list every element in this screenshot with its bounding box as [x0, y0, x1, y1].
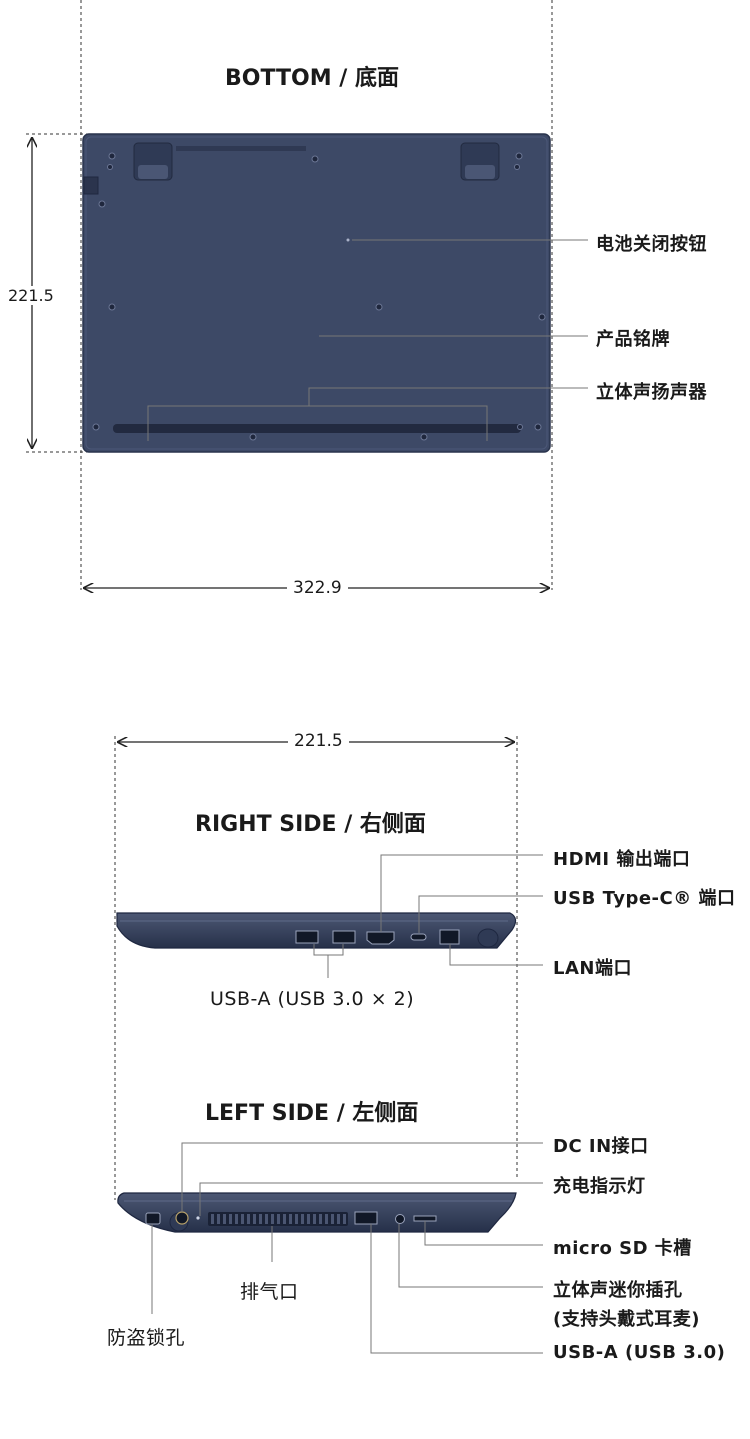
- callout-hdmi: HDMI 输出端口: [553, 849, 691, 870]
- vent-slat: [241, 1214, 244, 1224]
- side-depth-label: 221.5: [288, 731, 349, 751]
- vent-slat: [313, 1214, 316, 1224]
- laptop-left-side: [117, 1192, 517, 1233]
- right-side-title: RIGHT SIDE / 右侧面: [195, 812, 426, 837]
- vent-slat: [283, 1214, 286, 1224]
- microsd-slot: [413, 1215, 437, 1222]
- laptop-bottom-panel: [82, 133, 551, 453]
- vent-slat: [217, 1214, 220, 1224]
- vent-slat: [325, 1214, 328, 1224]
- left-callout-lines: [151, 1142, 543, 1354]
- callout-usb-a-right: USB-A (USB 3.0 × 2): [210, 988, 415, 1010]
- vent-slat: [301, 1214, 304, 1224]
- callout-exhaust-vent: 排气口: [240, 1281, 299, 1303]
- usb-c-port: [410, 933, 427, 941]
- callout-dc-in: DC IN接口: [553, 1136, 649, 1157]
- callout-audio-jack: 立体声迷你插孔: [553, 1280, 683, 1301]
- usb-a-port-1: [295, 930, 319, 944]
- callout-usb-a-left: USB-A (USB 3.0): [553, 1342, 726, 1363]
- vent-slat: [247, 1214, 250, 1224]
- vent-slat: [253, 1214, 256, 1224]
- security-lock-slot: [145, 1212, 161, 1225]
- usb-a-port-left: [354, 1211, 378, 1225]
- audio-jack: [395, 1214, 405, 1224]
- left-side-title: LEFT SIDE / 左侧面: [205, 1101, 419, 1126]
- bottom-width-label: 322.9: [287, 578, 348, 598]
- vent-slat: [235, 1214, 238, 1224]
- vent-slat: [295, 1214, 298, 1224]
- laptop-right-side: [116, 912, 517, 949]
- vent-slat: [271, 1214, 274, 1224]
- vent-slat: [343, 1214, 346, 1224]
- usb-a-port-2: [332, 930, 356, 944]
- callout-charge-indicator: 充电指示灯: [553, 1176, 646, 1197]
- bottom-height-label: 221.5: [2, 286, 60, 305]
- bottom-guide-lines: [26, 0, 553, 590]
- vent-slat: [337, 1214, 340, 1224]
- side-guide-lines: [114, 736, 518, 1200]
- speaker-bar: [113, 424, 521, 433]
- vent-slat: [259, 1214, 262, 1224]
- charge-led: [196, 1216, 200, 1220]
- hdmi-port: [366, 931, 395, 945]
- bottom-title: BOTTOM / 底面: [225, 66, 399, 91]
- bottom-callout-lines: [147, 239, 588, 441]
- callout-lan: LAN端口: [553, 958, 632, 979]
- callout-audio-jack-note: (支持头戴式耳麦): [553, 1309, 700, 1330]
- dc-in-port: [175, 1211, 189, 1225]
- vent-slat: [223, 1214, 226, 1224]
- vent-slat: [319, 1214, 322, 1224]
- callout-security-lock: 防盗锁孔: [107, 1327, 186, 1349]
- vent-slat: [277, 1214, 280, 1224]
- vent-slat: [331, 1214, 334, 1224]
- vent-slat: [229, 1214, 232, 1224]
- lan-port: [439, 929, 460, 945]
- vent-slat: [211, 1214, 214, 1224]
- vent-slat: [265, 1214, 268, 1224]
- callout-stereo-speakers: 立体声扬声器: [596, 382, 707, 403]
- right-callout-lines: [313, 854, 543, 978]
- vent-slat: [289, 1214, 292, 1224]
- vent-slat-group: [211, 1214, 346, 1224]
- callout-battery-switch: 电池关闭按钮: [596, 234, 707, 255]
- callout-microsd: micro SD 卡槽: [553, 1238, 692, 1259]
- callout-usb-c: USB Type-C® 端口: [553, 888, 736, 909]
- vent-slat: [307, 1214, 310, 1224]
- callout-nameplate: 产品铭牌: [596, 329, 670, 350]
